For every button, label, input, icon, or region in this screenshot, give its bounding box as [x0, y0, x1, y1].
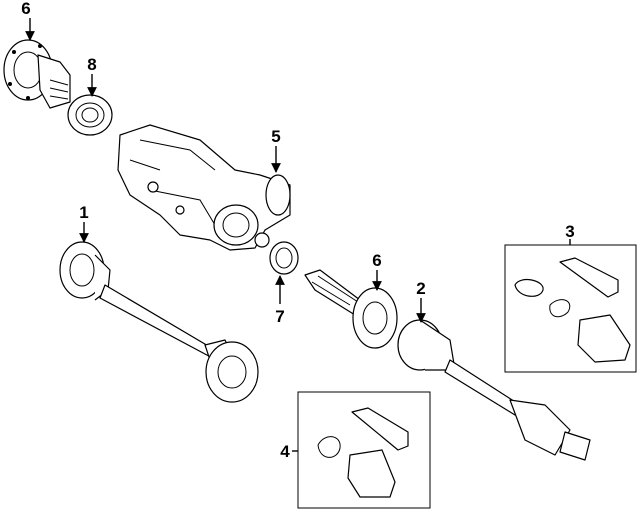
- callout-6-top: 6: [21, 0, 30, 18]
- callout-5: 5: [271, 127, 280, 146]
- differential-part-5[interactable]: [117, 124, 291, 251]
- boot-kit-part-4[interactable]: [317, 407, 409, 498]
- callout-3: 3: [565, 222, 574, 241]
- callout-1: 1: [79, 203, 88, 222]
- callout-6-middle: 6: [372, 251, 381, 270]
- stub-shaft-part-6[interactable]: [304, 269, 398, 349]
- callout-2: 2: [416, 279, 425, 298]
- axle-shaft-part-2[interactable]: [397, 319, 591, 461]
- axle-shaft-part-1[interactable]: [59, 241, 259, 403]
- boot-kit-part-3[interactable]: [514, 257, 631, 363]
- callout-7: 7: [275, 307, 284, 326]
- flange-part-6-top[interactable]: [3, 39, 71, 109]
- callout-8: 8: [87, 55, 96, 74]
- seal-part-7[interactable]: [269, 241, 299, 275]
- callout-4: 4: [280, 442, 290, 461]
- kit-box-part-4: [297, 391, 431, 509]
- seal-part-8[interactable]: [67, 94, 113, 136]
